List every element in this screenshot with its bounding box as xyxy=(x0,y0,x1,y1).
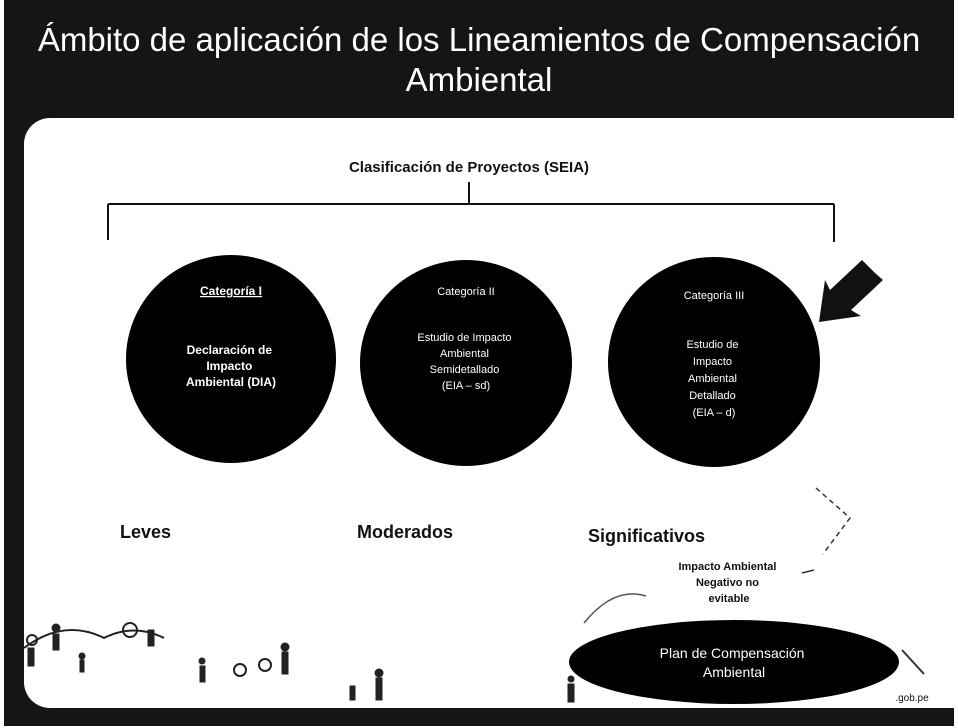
person-icon xyxy=(122,622,138,638)
person-icon xyxy=(281,651,289,675)
person-icon xyxy=(375,677,383,701)
impact-label-leves: Leves xyxy=(120,522,171,542)
impact-note-line: Impacto Ambiental xyxy=(678,561,776,573)
person-icon xyxy=(52,633,60,651)
impact-note: Impacto Ambiental Negativo no evitable xyxy=(678,561,779,605)
person-icon xyxy=(567,683,575,703)
category-1-body: Declaración de Impacto Ambiental (DIA) xyxy=(186,343,276,389)
category-3-body-line: Ambiental xyxy=(688,373,737,385)
category-1-body-line: Declaración de xyxy=(187,343,273,357)
person-icon xyxy=(233,663,247,677)
decorative-tick xyxy=(801,569,815,574)
impact-label-moderados: Moderados xyxy=(357,522,453,542)
category-3-body: Estudio de Impacto Ambiental Detallado (… xyxy=(686,339,741,419)
category-2-heading: Categoría II xyxy=(437,286,494,298)
person-icon xyxy=(79,659,85,673)
slide-title-line-2: Ambiental xyxy=(405,61,553,98)
person-icon xyxy=(198,657,206,665)
category-3-body-line: Detallado xyxy=(689,390,735,402)
dashed-chevron xyxy=(815,487,852,555)
category-3-body-line: Impacto xyxy=(693,356,732,368)
category-3-ellipse xyxy=(608,257,820,467)
category-2-body: Estudio de Impacto Ambiental Semidetalla… xyxy=(417,332,514,392)
highlight-arrow xyxy=(819,260,883,322)
impact-note-line: Negativo no xyxy=(696,577,759,589)
content-panel: Clasificación de Proyectos (SEIA) Catego… xyxy=(24,118,954,708)
category-3-body-line: (EIA – d) xyxy=(693,407,736,419)
person-icon xyxy=(567,675,575,683)
category-2-ellipse xyxy=(360,260,572,466)
category-3-body-line: Estudio de xyxy=(686,339,738,351)
person-icon xyxy=(258,658,272,672)
people-illustration xyxy=(24,622,575,703)
category-3-heading: Categoría III xyxy=(684,290,745,302)
category-1-body-line: Ambiental (DIA) xyxy=(186,375,276,389)
person-icon xyxy=(27,647,35,667)
classification-diagram: Clasificación de Proyectos (SEIA) Catego… xyxy=(24,159,929,704)
person-icon xyxy=(147,629,155,647)
category-2-body-line: Ambiental xyxy=(440,348,489,360)
impact-note-line: evitable xyxy=(709,593,750,605)
decorative-tick xyxy=(901,649,925,675)
plan-label-line: Ambiental xyxy=(703,664,765,680)
person-icon xyxy=(280,642,290,652)
impact-label-significativos: Significativos xyxy=(588,526,705,546)
footer-url: .gob.pe xyxy=(895,693,929,704)
person-icon xyxy=(26,634,38,646)
category-1-heading: Categoría I xyxy=(200,284,262,298)
category-2-body-line: Estudio de Impacto xyxy=(417,332,511,344)
decorative-arc xyxy=(583,593,647,624)
category-2-body-line: (EIA – sd) xyxy=(442,380,490,392)
category-1-body-line: Impacto xyxy=(206,359,252,373)
person-icon xyxy=(349,685,356,701)
slide-title-line-1: Ámbito de aplicación de los Lineamientos… xyxy=(37,21,921,58)
person-icon xyxy=(78,652,86,660)
category-1-ellipse xyxy=(126,255,336,463)
person-icon xyxy=(374,668,384,678)
plan-label-line: Plan de Compensación xyxy=(660,645,805,661)
root-label: Clasificación de Proyectos (SEIA) xyxy=(349,159,589,176)
category-2-body-line: Semidetallado xyxy=(430,364,500,376)
slide-title: Ámbito de aplicación de los Lineamientos… xyxy=(4,20,954,100)
person-icon xyxy=(51,623,61,633)
person-icon xyxy=(199,665,206,683)
plan-label: Plan de Compensación Ambiental xyxy=(660,645,809,680)
plan-ellipse xyxy=(569,620,899,704)
decorative-path xyxy=(24,629,165,649)
